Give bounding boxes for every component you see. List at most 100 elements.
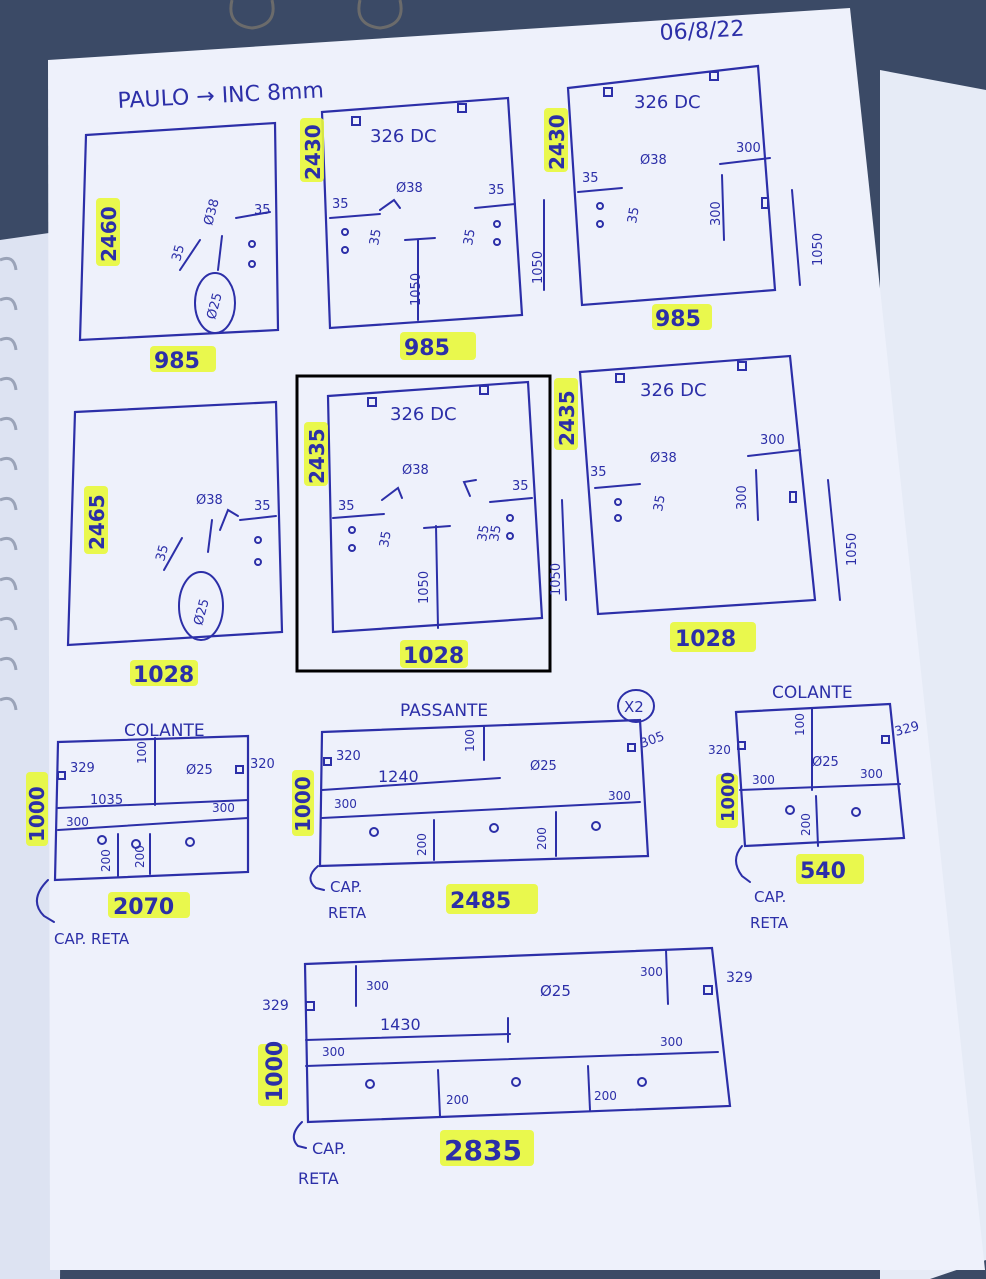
panel-3-side: 1050 <box>811 233 826 266</box>
panel-3-height: 2430 <box>545 114 569 170</box>
panel-8-height: 1000 <box>291 776 315 832</box>
panel-3-dim-c: Ø38 <box>640 153 667 168</box>
panel-7-dim-b: 320 <box>250 757 275 772</box>
panel-5-width: 1028 <box>403 644 464 669</box>
panel-7-dim-a: 329 <box>70 761 95 776</box>
panel-2-height: 2430 <box>301 124 325 180</box>
panel-4-dim-b: 35 <box>254 499 271 514</box>
panel-2-dim-f: 1050 <box>409 273 424 306</box>
panel-2-dim-a: 35 <box>332 197 349 212</box>
panel-5-label: 326 DC <box>390 404 457 425</box>
panel-1-dim-d: Ø25 <box>204 291 225 321</box>
panel-10-dim-g: 300 <box>322 1045 345 1059</box>
panel-5-dim-c: 35 <box>512 479 529 494</box>
panel-10-dim-d: Ø25 <box>540 982 571 1000</box>
panel-7-dim-d: Ø25 <box>186 763 213 778</box>
panel-8-dim-g: 300 <box>608 789 631 803</box>
panel-9-dim-a: 320 <box>708 743 731 757</box>
panel-5-side: 1050 <box>549 563 564 596</box>
panel-3-width: 985 <box>655 307 701 332</box>
panel-8-dim-f: 300 <box>334 797 357 811</box>
panel-7-dim-f: 300 <box>66 815 89 829</box>
panel-6-dim-a: 35 <box>590 465 607 480</box>
panel-10-dim-h: 300 <box>660 1035 683 1049</box>
panel-8-dim-a: 320 <box>336 749 361 764</box>
panel-6-label: 326 DC <box>640 380 707 401</box>
panel-6: 2435 1028 326 DC 35 35 Ø38 300 300 1050 <box>554 354 860 652</box>
spiral-binding <box>0 256 18 711</box>
panel-10-height: 1000 <box>263 1041 288 1102</box>
panel-10-dim-i: 200 <box>446 1093 469 1107</box>
panel-5-dim-g: 1050 <box>417 571 432 604</box>
panel-9-dim-c: 100 <box>793 713 807 736</box>
panel-7-height: 1000 <box>25 786 49 842</box>
panel-7-dim-g: 300 <box>212 801 235 815</box>
panel-4-dim-a: 35 <box>153 543 172 563</box>
panel-3: 2430 985 326 DC 35 35 Ø38 300 300 1050 <box>544 64 826 332</box>
panel-2-dim-d: Ø38 <box>396 181 423 196</box>
panel-5-dim-a: 35 <box>338 499 355 514</box>
panel-9-dim-d: Ø25 <box>812 755 839 770</box>
panel-5-dim-d: Ø38 <box>402 463 429 478</box>
panel-6-side: 1050 <box>845 533 860 566</box>
panel-5: 2435 1028 326 DC 35 35 35 Ø38 35 35 1050… <box>295 374 567 673</box>
panel-3-dim-d: 300 <box>736 141 761 156</box>
panel-8-dim-d: 1240 <box>378 767 419 786</box>
panel-9-width: 540 <box>800 859 846 884</box>
panel-7-dim-e: 1035 <box>90 793 123 808</box>
panel-8-dim-i: 200 <box>535 827 549 850</box>
panel-3-dim-b: 35 <box>625 206 643 225</box>
panel-10-dim-c: 300 <box>366 979 389 993</box>
panel-7-note: CAP. RETA <box>54 930 130 948</box>
panel-10-dim-j: 200 <box>594 1089 617 1103</box>
panel-9-note2: RETA <box>750 914 789 932</box>
panel-9-dim-e: 300 <box>752 773 775 787</box>
panel-1: 2460 985 35 35 Ø38 Ø25 <box>78 121 280 374</box>
panel-5-dim-e: 35 <box>475 524 493 543</box>
panel-8-qty: X2 <box>624 698 644 716</box>
panel-7-dim-h: 200 <box>99 849 113 872</box>
panel-4: 2465 1028 35 35 Ø38 Ø25 <box>66 400 284 688</box>
panel-4-width: 1028 <box>133 663 194 688</box>
panel-9-height: 1000 <box>718 772 739 822</box>
panel-2-label: 326 DC <box>370 126 437 147</box>
panel-3-label: 326 DC <box>634 92 701 113</box>
panel-4-dim-d: Ø25 <box>191 597 212 627</box>
panel-2-width: 985 <box>404 336 450 361</box>
panel-9-title: COLANTE <box>772 683 853 703</box>
panel-8: PASSANTE X2 1000 2485 320 305 100 1240 Ø… <box>291 689 667 922</box>
panel-9-dim-g: 200 <box>799 813 813 836</box>
panel-9: COLANTE 1000 540 320 329 100 Ø25 300 300… <box>708 683 921 932</box>
panel-8-dim-e: Ø25 <box>530 759 557 774</box>
panel-6-dim-d: 300 <box>760 433 785 448</box>
panel-1-dim-b: 35 <box>254 203 271 218</box>
panel-2-side: 1050 <box>531 251 546 284</box>
panel-4-dim-c: Ø38 <box>196 493 223 508</box>
paper-sheet <box>48 8 985 1270</box>
panel-10-dim-a: 329 <box>262 998 289 1014</box>
panel-5-height: 2435 <box>305 428 329 484</box>
panel-8-dim-c: 100 <box>463 729 477 752</box>
panel-1-dim-a: 35 <box>169 243 188 263</box>
panel-6-width: 1028 <box>675 627 736 652</box>
panel-8-note2: RETA <box>328 904 367 922</box>
panel-7-width: 2070 <box>113 895 174 920</box>
panel-7-title: COLANTE <box>124 721 205 741</box>
panel-10-note2: RETA <box>298 1169 339 1188</box>
panel-1-width: 985 <box>154 349 200 374</box>
panel-10-dim-b: 329 <box>726 970 753 986</box>
panel-7: COLANTE 1000 2070 329 320 100 Ø25 1035 3… <box>25 721 275 948</box>
panel-1-dim-c: Ø38 <box>201 197 222 227</box>
panel-7-dim-i: 200 <box>133 845 147 868</box>
panel-2-dim-b: 35 <box>367 228 385 247</box>
panel-6-dim-e: 300 <box>735 485 750 510</box>
panel-5-dim-b: 35 <box>377 530 395 549</box>
panel-1-height: 2460 <box>97 206 121 262</box>
panel-10: 1000 2835 329 329 300 Ø25 300 1430 300 3… <box>258 946 753 1188</box>
panel-10-width: 2835 <box>444 1134 522 1167</box>
panel-8-width: 2485 <box>450 889 511 914</box>
panel-10-dim-e: 300 <box>640 965 663 979</box>
panel-2-dim-c: 35 <box>488 183 505 198</box>
panel-8-note1: CAP. <box>330 878 362 896</box>
